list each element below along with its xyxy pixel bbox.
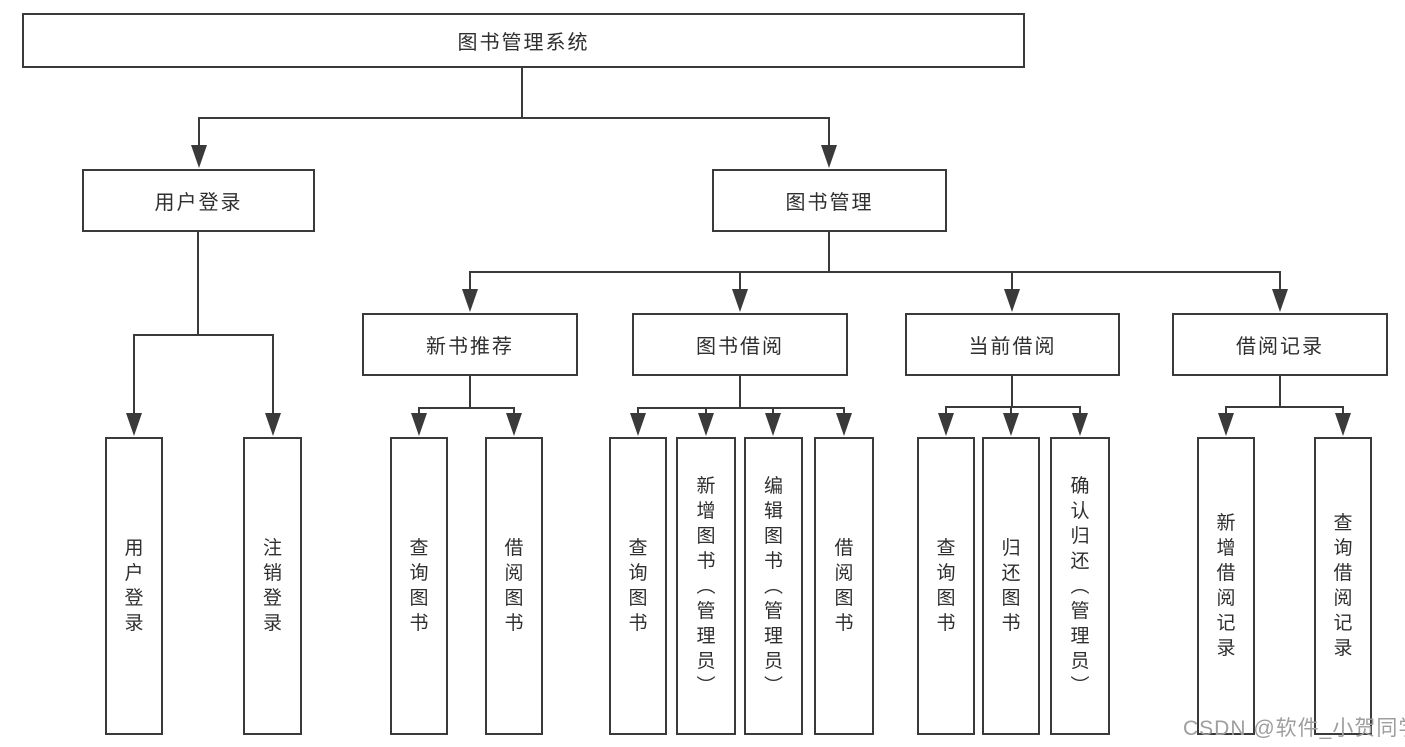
- connector-book-mgmt-stem: [828, 232, 830, 272]
- leaf-user-login: 用户登录: [105, 437, 163, 735]
- node-current-borrowing: 当前借阅: [905, 313, 1120, 376]
- leaf-logout: 注销登录: [243, 437, 302, 735]
- leaf-br-add-record: 新增借阅记录: [1197, 437, 1255, 735]
- arrow-down-to-br-add: [1225, 406, 1227, 413]
- connector-user-login-rail: [133, 334, 274, 336]
- leaf-cb-query-books: 查询图书: [917, 437, 975, 735]
- connector-user-login-stem: [197, 232, 199, 335]
- node-book-management: 图书管理: [712, 169, 947, 232]
- node-book-borrowing: 图书借阅: [632, 313, 848, 376]
- arrow-down-to-leaf-user-login: [133, 334, 135, 413]
- connector-root-stem: [521, 68, 523, 118]
- arrow-down-to-book-borrowing: [739, 271, 741, 289]
- arrow-down-to-current-borrowing: [1011, 271, 1013, 289]
- arrow-down-to-cb-query: [945, 406, 947, 413]
- arrow-down-to-bb-add: [705, 407, 707, 413]
- leaf-bb-query-books: 查询图书: [609, 437, 667, 735]
- connector-root-rail: [198, 117, 830, 119]
- connector-nb-stem: [469, 376, 471, 408]
- leaf-bb-borrow-books: 借阅图书: [814, 437, 874, 735]
- arrow-down-to-br-query: [1342, 406, 1344, 413]
- arrow-down-to-leaf-logout: [272, 334, 274, 413]
- connector-nb-rail: [418, 407, 515, 409]
- leaf-br-query-record: 查询借阅记录: [1314, 437, 1372, 735]
- connector-bb-stem: [739, 376, 741, 408]
- leaf-cb-confirm-return-admin: 确认归还︵管理员︶: [1050, 437, 1110, 735]
- node-borrowing-records: 借阅记录: [1172, 313, 1388, 376]
- arrow-down-to-bb-query: [637, 407, 639, 413]
- arrow-down-to-cb-confirm: [1079, 406, 1081, 413]
- leaf-bb-add-books-admin: 新增图书︵管理员︶: [676, 437, 736, 735]
- connector-book-mgmt-rail: [469, 271, 1281, 273]
- connector-cb-stem: [1011, 376, 1013, 407]
- watermark: CSDN @软件_小贺同学: [1183, 717, 1405, 740]
- connector-br-stem: [1279, 376, 1281, 407]
- arrow-down-to-nb-borrow: [513, 407, 515, 413]
- connector-cb-rail: [945, 406, 1081, 408]
- connector-bb-rail: [637, 407, 845, 409]
- node-user-login: 用户登录: [82, 169, 315, 232]
- arrow-down-to-borrowing-records: [1279, 271, 1281, 289]
- node-new-book-recommend: 新书推荐: [362, 313, 578, 376]
- arrow-down-to-user-login: [198, 117, 200, 145]
- leaf-cb-return-books: 归还图书: [982, 437, 1040, 735]
- arrow-down-to-bb-borrow: [843, 407, 845, 413]
- leaf-nb-borrow-books: 借阅图书: [485, 437, 543, 735]
- leaf-nb-query-books: 查询图书: [390, 437, 448, 735]
- arrow-down-to-new-book-recommend: [469, 271, 471, 289]
- arrow-down-to-nb-query: [418, 407, 420, 413]
- arrow-down-to-bb-edit: [772, 407, 774, 413]
- leaf-bb-edit-books-admin: 编辑图书︵管理员︶: [744, 437, 803, 735]
- arrow-down-to-book-management: [828, 117, 830, 145]
- connector-br-rail: [1225, 406, 1344, 408]
- arrow-down-to-cb-return: [1010, 406, 1012, 413]
- node-system-root: 图书管理系统: [22, 13, 1025, 68]
